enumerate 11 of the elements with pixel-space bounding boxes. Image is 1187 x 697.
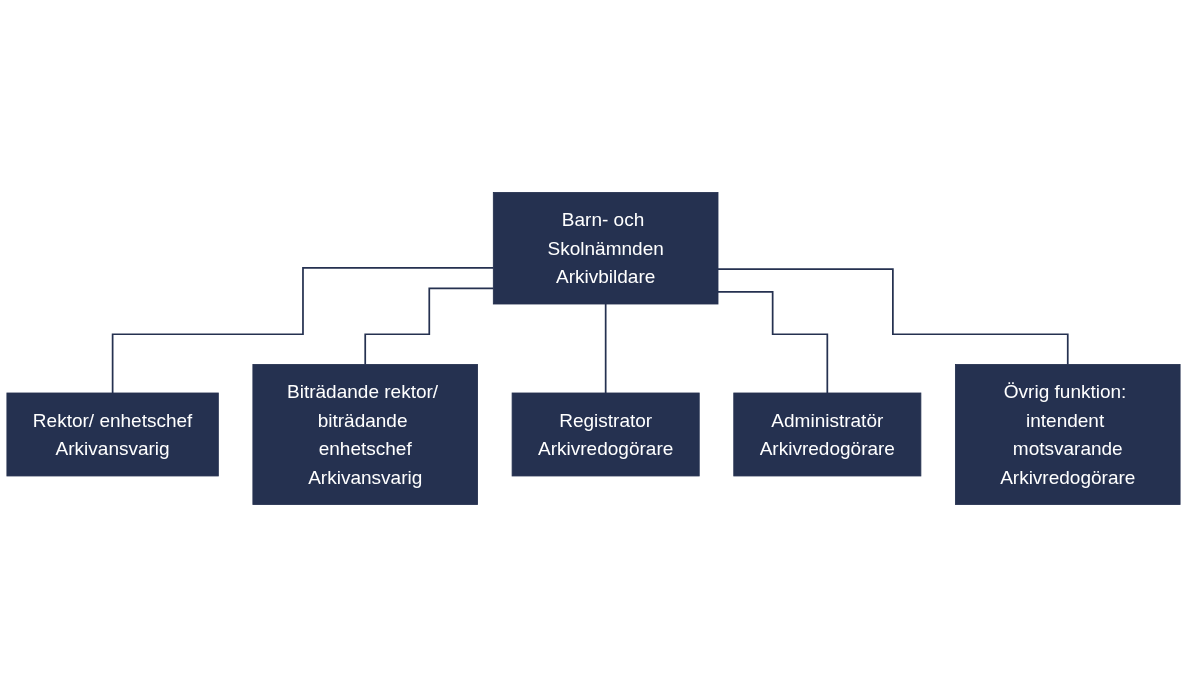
node-box: Rektor/ enhetschef Arkivansvarig	[6, 392, 219, 477]
node-box: Övrig funktion: intendent motsvarande Arkivredogörare	[955, 364, 1181, 505]
connector	[717, 268, 1069, 366]
node-box: Barn- och Skolnämnden Arkivbildare	[492, 192, 719, 305]
node-box: Registrator Arkivredogörare	[511, 392, 700, 477]
connector	[364, 287, 495, 366]
connector	[111, 267, 495, 394]
connector	[717, 290, 829, 394]
node-box: Administratör Arkivredogörare	[733, 392, 922, 477]
connector	[604, 303, 607, 394]
node-box: Biträdande rektor/ biträdande enhetschef Arkivansvarig	[252, 364, 478, 505]
